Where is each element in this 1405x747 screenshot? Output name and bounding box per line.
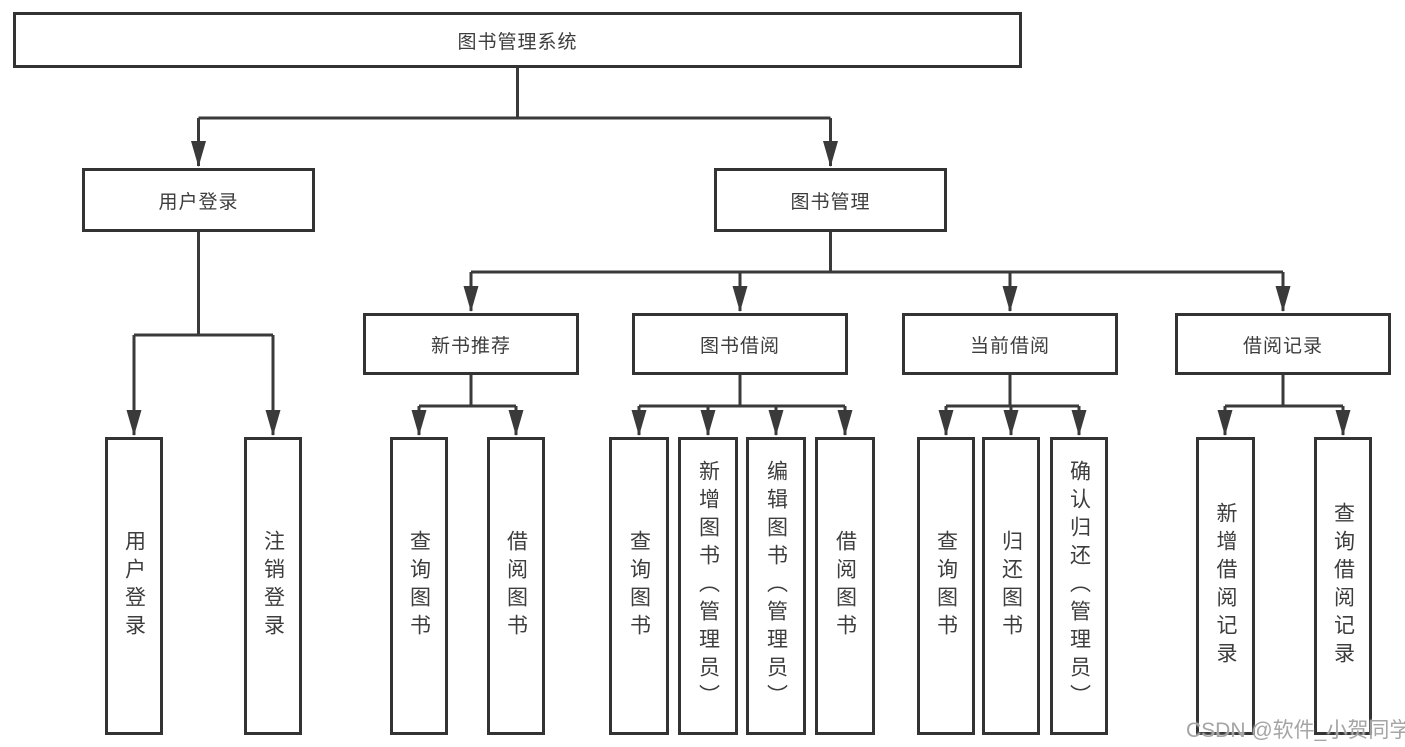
leaf-label: 用户登录 [122,530,146,642]
leaf-label: 借阅图书 [833,530,857,642]
leaf-label: 编辑图书（管理员） [764,460,788,712]
node-current-borrow: 当前借阅 [902,313,1118,375]
node-leaf-edit-books-admin: 编辑图书（管理员） [746,437,806,735]
node-leaf-query-books-current: 查询图书 [917,437,975,735]
node-leaf-confirm-return-admin: 确认归还（管理员） [1050,437,1108,735]
leaf-label: 确认归还（管理员） [1067,460,1091,712]
leaf-label: 新增借阅记录 [1214,502,1238,670]
node-leaf-logout: 注销登录 [244,437,302,735]
node-leaf-query-books-borrow: 查询图书 [609,437,669,735]
leaf-label: 归还图书 [999,530,1023,642]
node-leaf-query-borrow-record: 查询借阅记录 [1314,437,1372,735]
leaf-label: 查询图书 [407,530,431,642]
node-library-system: 图书管理系统 [13,12,1022,68]
csdn-watermark: CSDN @软件_小贺同学 [1186,719,1405,742]
leaf-label: 查询图书 [934,530,958,642]
node-leaf-borrow-books-recommend: 借阅图书 [487,437,545,735]
node-leaf-query-books-recommend: 查询图书 [390,437,448,735]
node-leaf-return-books: 归还图书 [982,437,1040,735]
node-user-login: 用户登录 [82,168,315,232]
node-new-book-recommend: 新书推荐 [363,313,579,375]
leaf-label: 新增图书（管理员） [696,460,720,712]
node-book-borrow: 图书借阅 [632,313,848,375]
leaf-label: 查询图书 [627,530,651,642]
node-leaf-add-books-admin: 新增图书（管理员） [678,437,738,735]
node-book-management: 图书管理 [714,168,947,232]
node-leaf-user-login: 用户登录 [105,437,163,735]
leaf-label: 查询借阅记录 [1331,502,1355,670]
node-borrow-record: 借阅记录 [1175,313,1391,375]
node-leaf-borrow-books: 借阅图书 [815,437,875,735]
leaf-label: 借阅图书 [504,530,528,642]
leaf-label: 注销登录 [261,530,285,642]
node-leaf-add-borrow-record: 新增借阅记录 [1196,437,1255,735]
